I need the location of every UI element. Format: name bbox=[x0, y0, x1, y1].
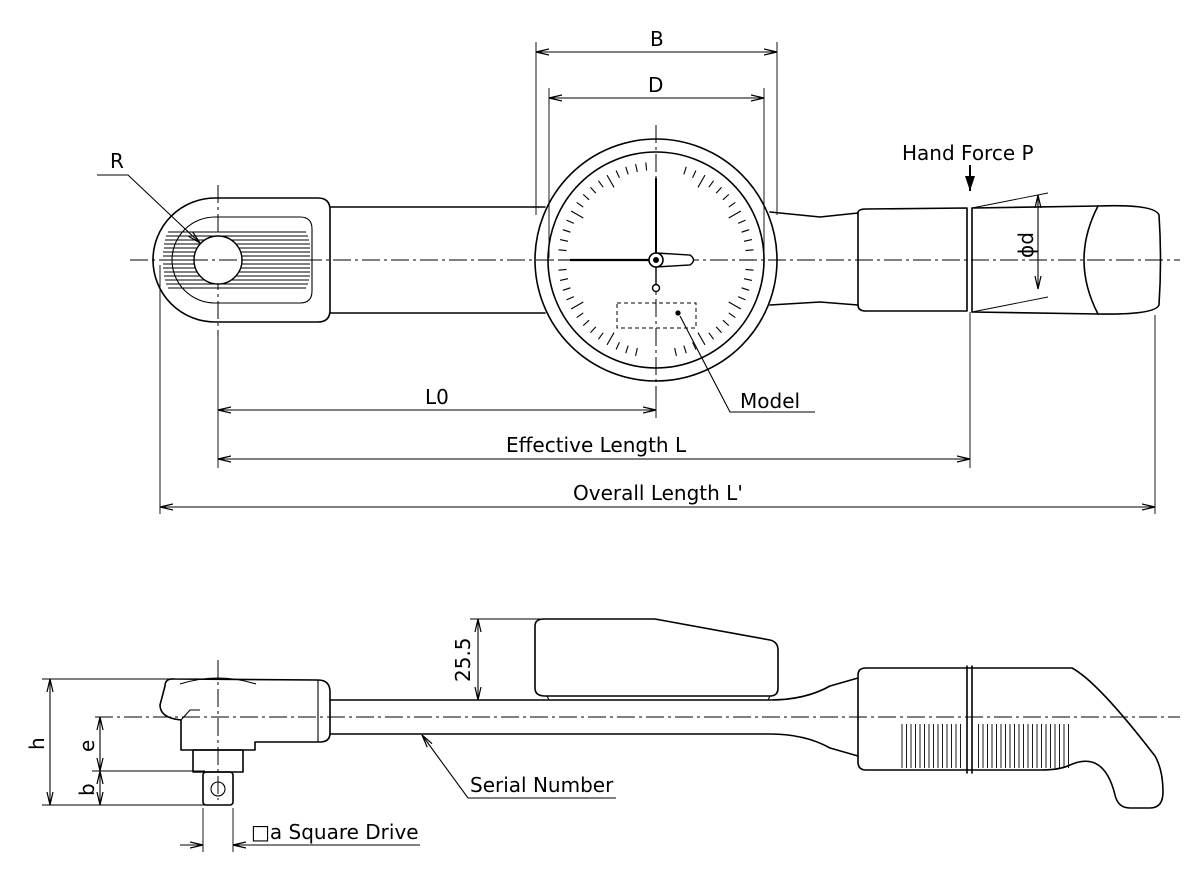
dial-gauge bbox=[534, 138, 778, 382]
dial-tick bbox=[715, 186, 723, 194]
dial-tick bbox=[615, 341, 620, 350]
dial-tick bbox=[722, 193, 730, 201]
dial-tick bbox=[722, 319, 730, 327]
dial-tick bbox=[745, 268, 754, 271]
dial-tick bbox=[741, 287, 750, 291]
label-r: R bbox=[110, 149, 124, 173]
grip-top bbox=[857, 204, 1162, 315]
top-view bbox=[130, 125, 1180, 400]
dial-tick bbox=[562, 287, 571, 291]
label-b: B bbox=[650, 27, 664, 51]
dial-tick bbox=[708, 180, 715, 188]
dial-tick bbox=[566, 296, 575, 301]
dial-tick bbox=[570, 301, 584, 310]
dial-tick bbox=[745, 249, 754, 252]
dial-tick bbox=[582, 193, 590, 201]
label-gauge-height: 25.5 bbox=[451, 637, 475, 682]
dial-tick bbox=[683, 345, 687, 354]
dial-tick bbox=[558, 268, 567, 271]
dial-tick bbox=[559, 239, 569, 242]
top-dimensions bbox=[97, 42, 1156, 514]
dial-tick bbox=[741, 229, 750, 233]
dial-tick bbox=[576, 312, 584, 319]
dial-tick bbox=[570, 210, 584, 219]
gauge-box-side bbox=[534, 618, 779, 697]
label-overall-length: Overall Length L' bbox=[573, 481, 743, 505]
label-l0: L0 bbox=[425, 385, 449, 409]
dial-tick bbox=[562, 229, 571, 233]
leader-model bbox=[679, 315, 815, 413]
dial-tick bbox=[615, 170, 620, 179]
label-effective-length: Effective Length L bbox=[506, 433, 687, 457]
dial-tick bbox=[606, 332, 615, 346]
side-view bbox=[95, 618, 1180, 809]
dial-tick bbox=[625, 345, 629, 354]
label-model: Model bbox=[740, 389, 800, 413]
dial-tick bbox=[708, 332, 715, 340]
dial-tick bbox=[635, 163, 638, 173]
dial-tick bbox=[683, 166, 687, 175]
label-hand-force: Hand Force P bbox=[902, 141, 1034, 165]
label-h: h bbox=[25, 737, 49, 750]
leader-serial-number bbox=[422, 735, 616, 799]
label-d: D bbox=[648, 73, 663, 97]
dial-tick bbox=[582, 319, 590, 327]
dial-tick bbox=[576, 201, 584, 208]
dial-tick bbox=[728, 210, 742, 219]
dial-tick bbox=[635, 347, 638, 357]
label-grip-dia: ϕd bbox=[1014, 232, 1038, 258]
neck-top bbox=[769, 211, 859, 306]
dial-tick bbox=[597, 180, 604, 188]
dial-tick bbox=[625, 166, 629, 175]
label-b-side: b bbox=[75, 783, 99, 796]
leader-r bbox=[97, 174, 200, 243]
dial-tick bbox=[589, 186, 597, 194]
dial-tick bbox=[674, 347, 677, 357]
ratchet-head-top bbox=[152, 197, 331, 323]
dial-tick bbox=[728, 301, 742, 310]
dial-tick bbox=[645, 162, 648, 171]
dial-tick bbox=[558, 249, 567, 252]
dial-tick bbox=[597, 332, 604, 340]
dial-tick bbox=[728, 201, 736, 208]
grip-side bbox=[857, 665, 1164, 809]
model-label-area bbox=[616, 302, 697, 329]
dial-tick bbox=[559, 278, 569, 281]
dial-knob bbox=[655, 252, 695, 268]
dial-tick bbox=[728, 312, 736, 319]
label-serial-number: Serial Number bbox=[470, 773, 614, 797]
side-dimensions bbox=[42, 618, 616, 852]
dial-tick bbox=[692, 170, 697, 179]
dial-tick bbox=[737, 219, 746, 224]
dial-tick bbox=[737, 296, 746, 301]
dial-tick bbox=[606, 174, 615, 188]
dial-tick bbox=[566, 219, 575, 224]
dial-tick bbox=[715, 326, 723, 334]
wrench-bar-side bbox=[329, 677, 859, 757]
ratchet-head-side bbox=[159, 677, 331, 806]
dial-tick bbox=[743, 278, 753, 281]
label-e: e bbox=[75, 740, 99, 752]
dial-tick bbox=[743, 239, 753, 242]
dial-tick bbox=[589, 326, 597, 334]
dial-tick bbox=[697, 332, 706, 346]
label-square-drive: □a Square Drive bbox=[251, 820, 419, 844]
dial-tick bbox=[692, 341, 697, 350]
dial-tick bbox=[697, 174, 706, 188]
wrench-bar-top bbox=[329, 206, 546, 314]
